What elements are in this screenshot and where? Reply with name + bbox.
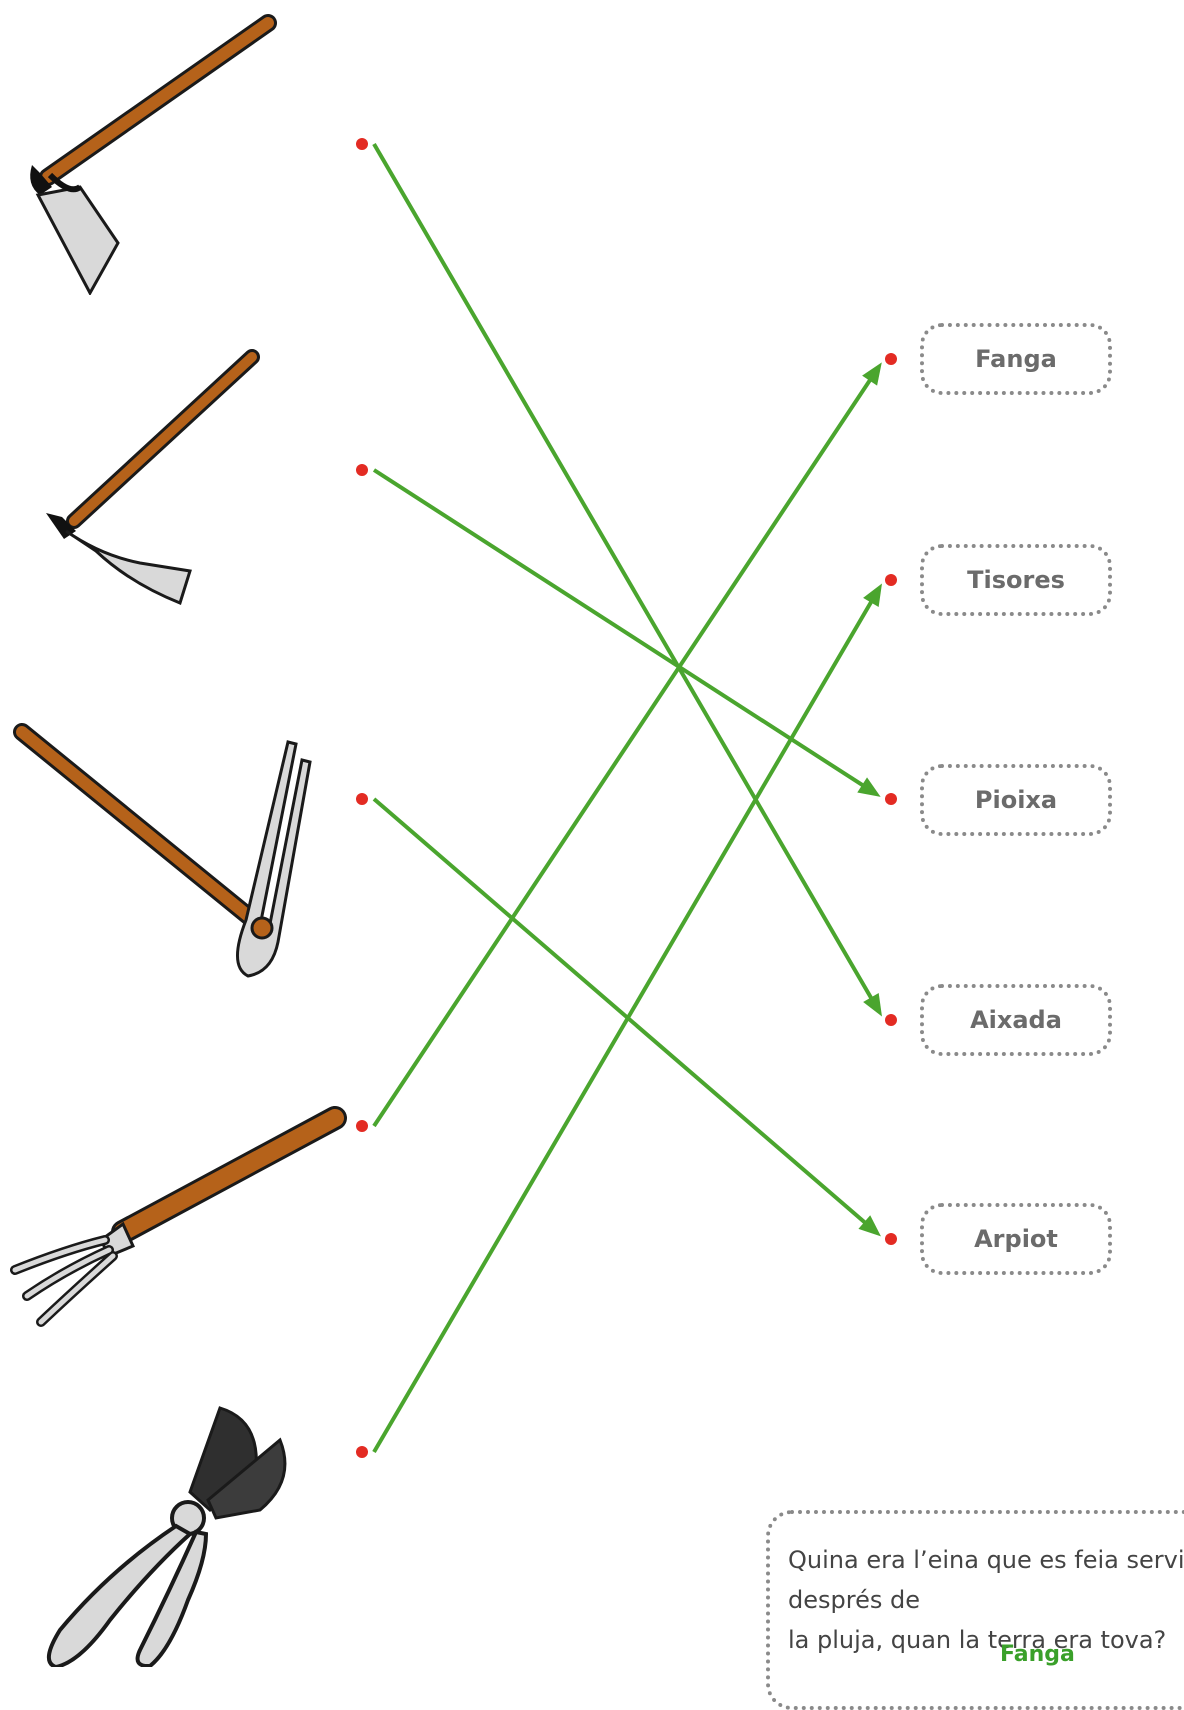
label-box-tisores[interactable]: Tisores: [920, 544, 1112, 616]
question-box: Quina era l’eina que es feia servir desp…: [766, 1510, 1184, 1710]
connection-line: [374, 144, 875, 1004]
label-dot[interactable]: [885, 574, 897, 586]
fork-hoe-arpiot-icon: [10, 720, 350, 990]
pruning-shears-tisores-icon: [20, 1400, 300, 1667]
tool-dot[interactable]: [356, 793, 368, 805]
arrow-head: [862, 362, 882, 385]
label-box-arpiot[interactable]: Arpiot: [920, 1203, 1112, 1275]
label-dot[interactable]: [885, 1014, 897, 1026]
label-box-aixada[interactable]: Aixada: [920, 984, 1112, 1056]
answer-text: Fanga: [1000, 1642, 1075, 1667]
label-dot[interactable]: [885, 1233, 897, 1245]
tool-dot[interactable]: [356, 138, 368, 150]
arrow-head: [857, 777, 880, 796]
connection-line: [374, 470, 869, 789]
label-dot[interactable]: [885, 353, 897, 365]
question-text: Quina era l’eina que es feia servir desp…: [788, 1540, 1184, 1660]
tool-dot[interactable]: [356, 464, 368, 476]
pick-pioixa-icon: [40, 345, 270, 645]
connection-line: [374, 596, 875, 1452]
label-box-pioixa[interactable]: Pioixa: [920, 764, 1112, 836]
label-box-fanga[interactable]: Fanga: [920, 323, 1112, 395]
tool-dot[interactable]: [356, 1446, 368, 1458]
hoe-aixada-icon: [10, 5, 280, 295]
tool-dot[interactable]: [356, 1120, 368, 1132]
label-dot[interactable]: [885, 793, 897, 805]
garden-fork-fanga-icon: [5, 1100, 355, 1340]
